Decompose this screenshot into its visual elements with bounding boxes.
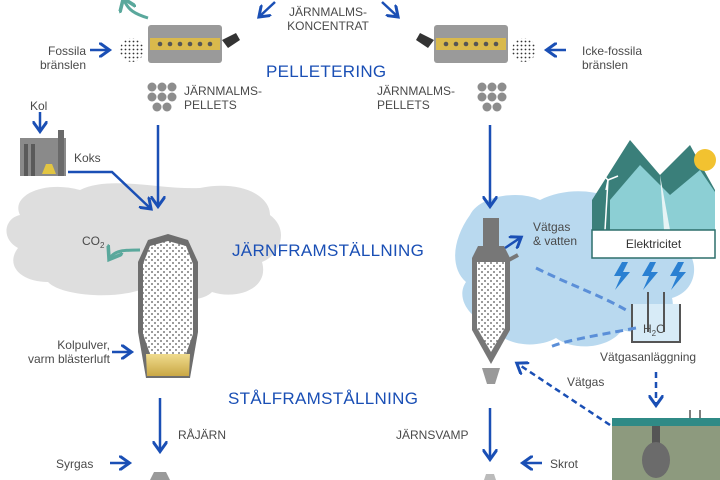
label-hydrogen-water: Vätgas & vatten bbox=[533, 220, 577, 248]
co2-arrow-top bbox=[124, 0, 149, 20]
label-hydrogen-water-line1: Vätgas bbox=[533, 220, 571, 234]
grey-cloud-blast-furnace bbox=[6, 183, 282, 300]
label-electricity: Elektricitet bbox=[625, 237, 682, 251]
h2o-o: O bbox=[656, 322, 666, 336]
converter-top-left bbox=[150, 472, 170, 480]
label-coal: Kol bbox=[30, 99, 48, 113]
lightning-icon-1 bbox=[614, 262, 630, 290]
label-pellets-right: JÄRNMALMS- PELLETS bbox=[377, 84, 455, 112]
converter-top-right bbox=[484, 474, 496, 480]
dashed-hydrogen-to-shaft bbox=[547, 326, 637, 350]
shaft-furnace-icon bbox=[472, 218, 519, 384]
arrow-concentrate-left bbox=[260, 1, 276, 16]
arrow-coke bbox=[68, 170, 150, 208]
co2-arrow-blast-furnace bbox=[110, 250, 141, 258]
label-coal-powder-hot-blast: Kolpulver, varm blästerluft bbox=[10, 338, 110, 366]
lightning-icon-2 bbox=[642, 262, 658, 290]
label-concentrate-line1: JÄRNMALMS- bbox=[288, 5, 367, 19]
arrow-to-shaft-hydrogen bbox=[504, 238, 520, 248]
renewable-energy-icon bbox=[591, 140, 716, 259]
label-pellets-right-line1: JÄRNMALMS- bbox=[377, 84, 456, 98]
dashed-arrow-storage-to-shaft bbox=[518, 364, 611, 427]
label-scrap: Skrot bbox=[550, 457, 579, 471]
label-oxygen: Syrgas bbox=[56, 457, 94, 471]
label-pellets-left: JÄRNMALMS- PELLETS bbox=[184, 84, 262, 112]
stage-pelletering: PELLETERING bbox=[266, 62, 387, 81]
label-hydrogen-water-line2: & vatten bbox=[533, 234, 578, 248]
label-fossil-line2: bränslen bbox=[39, 58, 86, 72]
co2-subscript: 2 bbox=[100, 241, 105, 250]
label-fossil-line1: Fossila bbox=[47, 44, 86, 58]
pelletizer-right bbox=[416, 25, 536, 63]
coke-oven-icon bbox=[20, 130, 66, 176]
label-pellets-left-line2: PELLETS bbox=[184, 98, 237, 112]
label-pig-iron: RÅJÄRN bbox=[178, 428, 227, 442]
label-pellets-right-line2: PELLETS bbox=[377, 98, 430, 112]
label-coal-powder-line1: Kolpulver, bbox=[57, 338, 110, 352]
pellets-icon-left bbox=[147, 82, 177, 112]
pellets-icon-right bbox=[477, 82, 507, 112]
electrolyser-icon bbox=[631, 292, 681, 343]
label-fossil-fuels: Fossila bränslen bbox=[12, 44, 86, 72]
hydrogen-storage-icon bbox=[612, 410, 720, 480]
label-coal-powder-line2: varm blästerluft bbox=[27, 352, 110, 366]
label-non-fossil-fuels: Icke-fossila bränslen bbox=[582, 44, 642, 72]
label-h2o: H2O bbox=[643, 322, 665, 341]
label-coke: Koks bbox=[74, 151, 101, 165]
label-iron-ore-concentrate: JÄRNMALMS- KONCENTRAT bbox=[278, 5, 378, 33]
stage-stalframstallning: STÅLFRAMSTÅLLNING bbox=[228, 389, 419, 408]
label-nonfossil-line2: bränslen bbox=[582, 58, 629, 72]
lightning-icon-3 bbox=[670, 262, 686, 290]
co2-main: CO bbox=[82, 234, 100, 248]
label-sponge-iron: JÄRNSVAMP bbox=[396, 428, 469, 442]
label-co2: CO2 bbox=[82, 234, 104, 253]
blast-furnace-icon bbox=[138, 234, 198, 378]
label-hydrogen: Vätgas bbox=[567, 375, 605, 389]
h2o-h: H bbox=[643, 322, 652, 336]
label-concentrate-line2: KONCENTRAT bbox=[287, 19, 369, 33]
stage-jarnframstallning: JÄRNFRAMSTÄLLNING bbox=[232, 241, 425, 260]
h2o-subscript: 2 bbox=[651, 329, 657, 338]
label-hydrogen-plant: Vätgasanläggning bbox=[600, 350, 697, 364]
label-pellets-left-line1: JÄRNMALMS- bbox=[184, 84, 263, 98]
label-nonfossil-line1: Icke-fossila bbox=[582, 44, 643, 58]
dashed-recycle-loop bbox=[535, 266, 627, 312]
pelletizer-left bbox=[120, 25, 240, 63]
arrow-concentrate-right bbox=[381, 1, 397, 16]
